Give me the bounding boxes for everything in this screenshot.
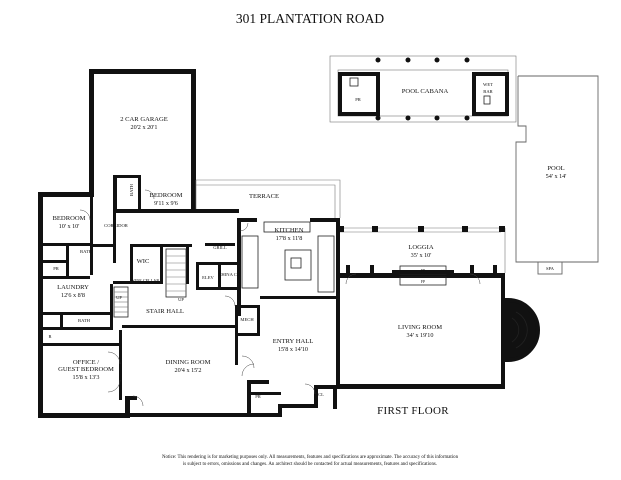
laundry-dim: 12'6 x 8'8 <box>61 292 85 299</box>
interior-walls <box>38 175 338 415</box>
cl-lower-label: CL <box>318 392 324 397</box>
r-left-label: R <box>48 334 52 339</box>
kitchen-dim: 17'8 x 11'8 <box>276 235 303 242</box>
dining-dim: 20'4 x 15'2 <box>175 367 202 374</box>
wet-bar-label-2: BAR <box>483 89 493 94</box>
spa-label: SPA <box>546 266 555 271</box>
bedroom-upper-label: BEDROOM <box>150 192 183 199</box>
pool-cabana-structure <box>329 55 517 123</box>
china-cl-label: CHINA CL <box>218 272 240 277</box>
bedroom-upper-dim: 9'11 x 9'6 <box>154 200 178 207</box>
pool-outline <box>515 75 599 275</box>
mech-label: MECH <box>240 317 254 322</box>
living-dim: 34' x 19'10 <box>407 332 434 339</box>
fp-top-label: FP <box>421 269 425 273</box>
loggia-structure <box>338 226 506 286</box>
elev-label: ELEV <box>202 275 214 280</box>
house-exterior-walls <box>38 192 505 418</box>
pool-cabana-label: POOL CABANA <box>402 88 449 95</box>
pool-dim: 54' x 14' <box>546 173 567 180</box>
pool-label: POOL <box>547 165 564 172</box>
bath-left-label: BATH <box>80 249 93 254</box>
dining-label: DINING ROOM <box>166 359 211 366</box>
stair-hall-label: STAIR HALL <box>146 308 184 315</box>
floor-label: FIRST FLOOR <box>377 405 449 417</box>
loggia-label: LOGGIA <box>408 244 434 251</box>
bedroom-left-label: BEDROOM <box>53 215 86 222</box>
wic-label: WIC <box>137 258 150 265</box>
terrace-outline <box>195 179 341 218</box>
up-left-label: UP <box>116 295 122 300</box>
bath-upper-label: BATH <box>129 183 134 196</box>
bath-lower-label: BATH <box>78 318 91 323</box>
grill-label: GRILL <box>213 245 227 250</box>
room-labels: 2 CAR GARAGE 20'2 x 20'1 BEDROOM 9'11 x … <box>48 82 566 399</box>
notice-line-1: Notice: This rendering is for marketing … <box>162 455 459 460</box>
office-dim: 15'8 x 13'3 <box>73 374 100 381</box>
office-label-2: GUEST BEDROOM <box>58 366 114 373</box>
plan-title: 301 PLANTATION ROAD <box>236 11 384 26</box>
fp-bottom-label: FP <box>421 280 425 284</box>
entry-label: ENTRY HALL <box>273 338 314 345</box>
corridor-label: CORRIDOR <box>104 223 129 228</box>
garage-walls <box>89 69 196 209</box>
garage-label: 2 CAR GARAGE <box>120 116 168 123</box>
terrace-label: TERRACE <box>249 193 279 200</box>
kitchen-fixtures <box>241 221 335 293</box>
stairs <box>113 248 187 318</box>
office-label: OFFICE / <box>73 359 99 366</box>
wine-cellar-label: WINE CELLAR <box>131 278 159 283</box>
notice-line-2: is subject to errors, omissions and chan… <box>183 462 437 467</box>
pr-cabana-label: PR <box>355 97 362 102</box>
pr-lower-label: PR <box>255 394 262 399</box>
up-mid-label: UP <box>178 297 184 302</box>
door-swings <box>79 189 481 407</box>
wet-bar-label: WET <box>483 82 493 87</box>
laundry-label: LAUNDRY <box>57 284 89 291</box>
entry-dim: 15'8 x 14'10 <box>278 346 308 353</box>
bedroom-left-dim: 10' x 10' <box>59 223 80 230</box>
living-label: LIVING ROOM <box>398 324 442 331</box>
bay-window <box>501 298 540 362</box>
pr-left-label: PR <box>53 266 60 271</box>
loggia-dim: 35' x 10' <box>411 252 432 259</box>
kitchen-label: KITCHEN <box>275 227 304 234</box>
garage-dim: 20'2 x 20'1 <box>131 124 158 131</box>
